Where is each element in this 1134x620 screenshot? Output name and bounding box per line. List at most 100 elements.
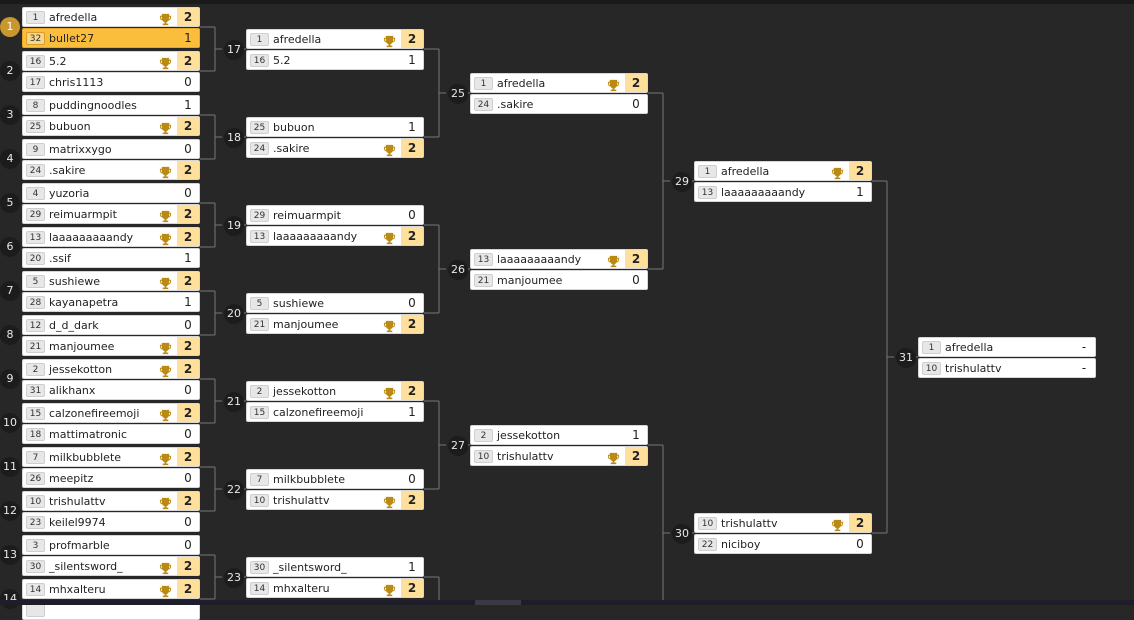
participant-name[interactable]: meepitz [49, 472, 94, 485]
participant-row[interactable]: 30_silentsword_1 [246, 557, 424, 577]
participant-name[interactable]: d_d_dark [49, 319, 99, 332]
participant-name[interactable]: 5.2 [273, 54, 291, 67]
participant-name[interactable]: profmarble [49, 539, 110, 552]
participant-name[interactable]: afredella [273, 33, 322, 46]
participant-name[interactable]: calzonefireemoji [49, 407, 140, 420]
participant-name[interactable]: laaaaaaaaandy [49, 231, 134, 244]
participant-name[interactable]: afredella [49, 11, 98, 24]
participant-name[interactable]: trishulattv [945, 362, 1002, 375]
participant-name[interactable]: niciboy [721, 538, 761, 551]
participant-name[interactable]: trishulattv [273, 494, 330, 507]
participant-name[interactable]: laaaaaaaaandy [721, 186, 806, 199]
horizontal-scrollbar[interactable] [0, 600, 1134, 605]
participant-name[interactable]: trishulattv [49, 495, 106, 508]
participant-name[interactable]: puddingnoodles [49, 99, 137, 112]
participant-name[interactable]: manjoumee [273, 318, 339, 331]
participant-name[interactable]: alikhanx [49, 384, 96, 397]
participant-name[interactable]: bubuon [273, 121, 315, 134]
participant-name[interactable]: milkbubblete [273, 473, 346, 486]
participant-name[interactable]: .ssif [49, 252, 71, 265]
participant-name[interactable]: mattimatronic [49, 428, 127, 441]
participant-name[interactable]: reimuarmpit [273, 209, 341, 222]
participant-name[interactable]: kayanapetra [49, 296, 119, 309]
participant-name[interactable]: reimuarmpit [49, 208, 117, 221]
participant-name[interactable]: yuzoria [49, 187, 90, 200]
scrollbar-thumb[interactable] [475, 600, 521, 605]
participant-name[interactable]: trishulattv [497, 450, 554, 463]
participant-name[interactable]: keilel9974 [49, 516, 106, 529]
participant-name[interactable]: _silentsword_ [273, 561, 347, 574]
participant-name[interactable]: milkbubblete [49, 451, 122, 464]
participant-name[interactable]: jessekotton [273, 385, 337, 398]
participant-name[interactable]: mhxalteru [49, 583, 106, 596]
participant-name[interactable]: .sakire [497, 98, 534, 111]
participant-name[interactable]: jessekotton [49, 363, 113, 376]
participant-name[interactable]: manjoumee [497, 274, 563, 287]
participant-name[interactable]: afredella [721, 165, 770, 178]
participant-name[interactable]: afredella [945, 341, 994, 354]
participant-name[interactable]: laaaaaaaaandy [273, 230, 358, 243]
